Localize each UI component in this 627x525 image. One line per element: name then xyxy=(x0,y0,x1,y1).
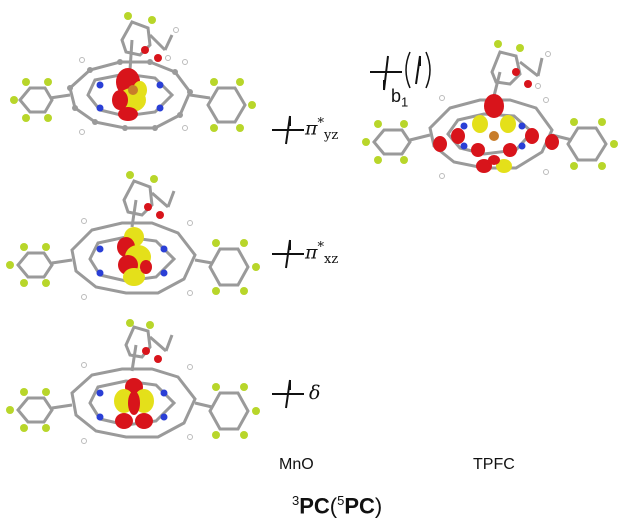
orbital-label-delta: δ xyxy=(309,382,321,404)
molecule-pi-yz xyxy=(0,0,265,170)
level-b1 xyxy=(368,48,440,104)
molecule-delta xyxy=(0,315,265,460)
level-pi-yz xyxy=(270,112,306,148)
orbital-label-pi-yz: π*yz xyxy=(305,116,339,144)
open-paren-icon xyxy=(405,51,411,89)
orbital-label-pi-xz: π*xz xyxy=(305,240,339,268)
state-label: 3PC(5PC) xyxy=(292,493,383,519)
system-label-tpfc: TPFC xyxy=(473,456,515,473)
molecule-pi-xz xyxy=(0,165,265,325)
orbital-label-b1: b1 xyxy=(391,86,409,110)
level-pi-xz xyxy=(270,236,306,272)
close-paren-icon xyxy=(425,51,431,89)
system-label-mno: MnO xyxy=(279,456,314,473)
level-delta xyxy=(270,376,306,412)
molecule-b1-tpfc xyxy=(360,20,625,205)
